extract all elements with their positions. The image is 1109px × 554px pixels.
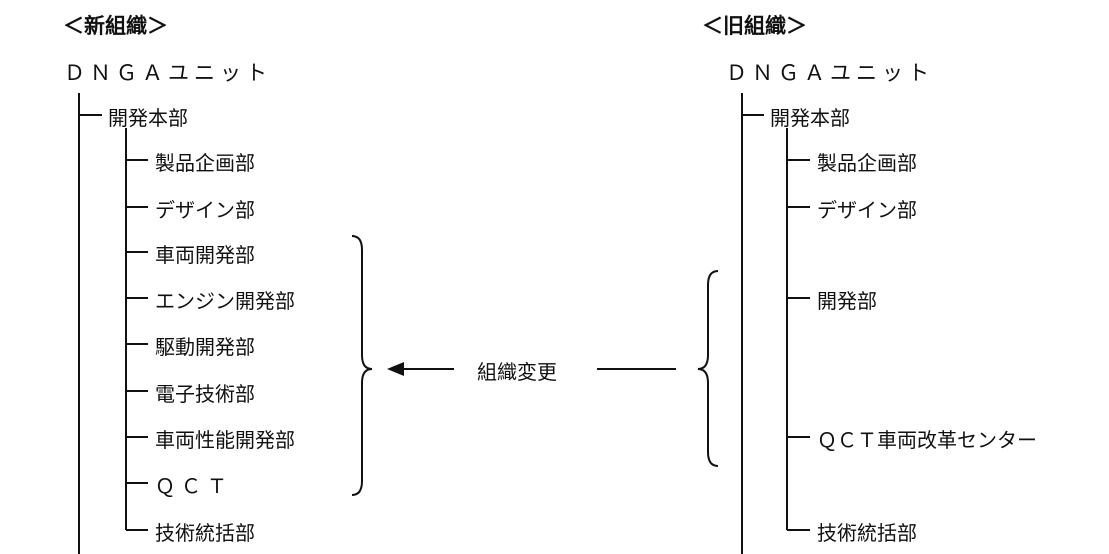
left-dept-item: 車両性能開発部 [155, 428, 295, 452]
left-dept-item: 車両開発部 [155, 243, 255, 267]
right-dept-item: 技術統括部 [817, 521, 917, 545]
right-brace [697, 270, 719, 467]
left-dept-item: デザイン部 [155, 198, 255, 222]
left-division: 開発本部 [108, 106, 188, 130]
left-dept-item: 駆動開発部 [155, 335, 255, 359]
left-dept-item: 技術統括部 [155, 521, 255, 545]
left-root-unit: ＤＮＧＡユニット [64, 61, 272, 85]
left-brace [351, 235, 373, 496]
org-change-label: 組織変更 [477, 360, 557, 384]
arrow-head-icon [387, 362, 404, 376]
left-dept-item: 電子技術部 [155, 382, 255, 406]
right-dept-item: デザイン部 [817, 198, 917, 222]
right-root-unit: ＤＮＧＡユニット [726, 61, 934, 85]
right-division: 開発本部 [770, 106, 850, 130]
right-dept-item: 開発部 [817, 289, 877, 313]
right-heading: ＜旧組織＞ [702, 14, 807, 38]
left-heading: ＜新組織＞ [63, 14, 168, 38]
left-dept-item: 製品企画部 [155, 151, 255, 175]
right-dept-item: 製品企画部 [817, 151, 917, 175]
right-dept-item: ＱＣＴ車両改革センター [817, 428, 1037, 452]
left-dept-item: ＱＣＴ [155, 474, 233, 498]
left-dept-item: エンジン開発部 [155, 289, 295, 313]
